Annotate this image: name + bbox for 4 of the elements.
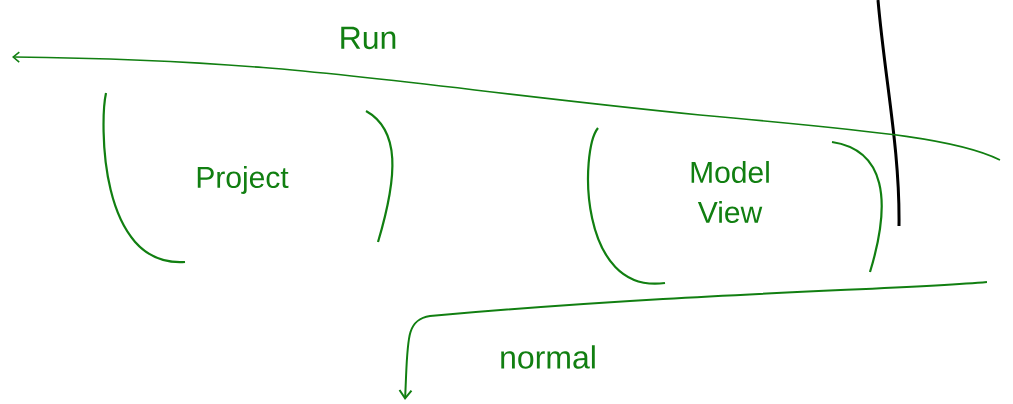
bracket-box: Model View [586, 127, 883, 285]
arrow-label: normal [501, 345, 595, 369]
bracket-box: Project [102, 92, 394, 264]
arrow-label: Run [341, 26, 396, 50]
